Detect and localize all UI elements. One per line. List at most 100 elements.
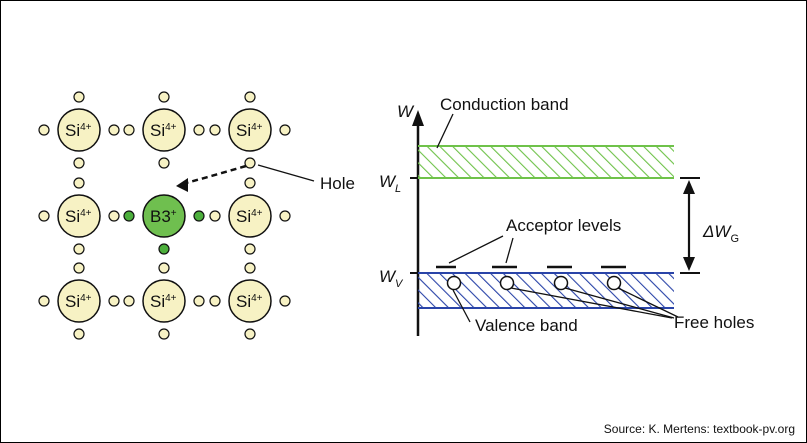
source-credit: Source: K. Mertens: textbook-pv.org [603,422,795,436]
silicon-electron [123,124,135,136]
silicon-electron [244,177,256,189]
gap-label: ΔWG [702,222,739,245]
atom-symbol: Si [236,292,251,311]
silicon-electron [279,124,291,136]
atom-symbol: Si [65,121,80,140]
valence-leader-line [452,289,471,323]
boron-atom: B3+ [142,194,186,238]
silicon-electron [73,177,85,189]
atom-core [57,108,101,152]
atom-symbol: Si [236,207,251,226]
wv-label: WV [379,267,404,290]
free-hole-3 [553,275,569,291]
atom-label: Si4+ [150,292,177,311]
free-holes-leader-1 [510,287,673,319]
wl-label: WL [379,172,401,195]
hole-leader-line [257,164,315,182]
atom-label: Si4+ [65,292,92,311]
silicon-electron [193,295,205,307]
silicon-electron [73,91,85,103]
atom-charge: 4+ [80,122,92,133]
hole-label: Hole [320,174,355,193]
hole-arrow-head [176,178,188,192]
silicon-atom: Si4+ [228,279,272,323]
silicon-atom: Si4+ [142,108,186,152]
silicon-atom: Si4+ [228,108,272,152]
boron-electron [193,210,205,222]
silicon-atom: Si4+ [57,108,101,152]
silicon-electron [38,210,50,222]
silicon-electron [209,295,221,307]
silicon-atom: Si4+ [228,194,272,238]
atom-symbol: Si [65,207,80,226]
atom-label: Si4+ [65,121,92,140]
silicon-electron [158,91,170,103]
atom-core [57,279,101,323]
silicon-atom: Si4+ [57,279,101,323]
silicon-electron [193,124,205,136]
silicon-electron [244,328,256,340]
silicon-electron [244,157,256,169]
atom-charge: 4+ [251,208,263,219]
free-hole-2 [499,275,515,291]
silicon-electron [244,262,256,274]
atom-symbol: Si [150,292,165,311]
free-hole-4 [606,275,622,291]
atom-charge: 4+ [165,293,177,304]
free-hole-1 [446,275,462,291]
atom-label: Si4+ [65,207,92,226]
valence-band [418,273,674,308]
silicon-atom: Si4+ [57,194,101,238]
conduction-band [418,146,674,178]
silicon-electron [38,124,50,136]
atom-symbol: Si [65,292,80,311]
free-holes-leader-2 [564,287,675,319]
atom-symbol: B3 [150,207,171,226]
atom-core [228,194,272,238]
crystal-lattice: Si4+Si4+Si4+Si4+B3+Si4+Si4+Si4+Si4+ [38,91,291,340]
silicon-electron [279,295,291,307]
atom-core [57,194,101,238]
acceptor-leader-2 [505,237,514,264]
silicon-electron [38,295,50,307]
free-holes-label: Free holes [674,313,754,332]
silicon-electron [73,262,85,274]
gap-arrow-head-top [683,180,695,194]
atom-symbol: Si [236,121,251,140]
energy-axis-label: W [397,102,415,121]
silicon-electron [244,91,256,103]
atom-core [228,108,272,152]
atom-label: Si4+ [236,292,263,311]
acceptor-levels-label: Acceptor levels [506,216,621,235]
atom-symbol: Si [150,121,165,140]
atom-charge: 4+ [251,293,263,304]
silicon-electron [73,157,85,169]
atom-core [228,279,272,323]
atom-core [142,108,186,152]
silicon-electron [158,262,170,274]
atom-charge: 4+ [80,208,92,219]
atom-charge: 4+ [251,122,263,133]
atom-label: B3+ [150,207,177,226]
atom-charge: + [171,208,177,219]
energy-axis-arrow [412,110,424,126]
silicon-electron [279,210,291,222]
silicon-electron [108,124,120,136]
gap-arrow-head-bottom [683,257,695,271]
silicon-electron [209,210,221,222]
silicon-electron [244,243,256,255]
free-holes-leader-3 [617,287,679,318]
atom-core [142,194,186,238]
silicon-electron [73,243,85,255]
silicon-electron [209,124,221,136]
silicon-electron [158,328,170,340]
acceptor-leader-1 [448,235,504,264]
atom-label: Si4+ [236,121,263,140]
silicon-electron [108,295,120,307]
silicon-atom: Si4+ [142,279,186,323]
valence-band-label: Valence band [475,316,578,335]
atom-core [142,279,186,323]
boron-electron [158,243,170,255]
silicon-electron [108,210,120,222]
